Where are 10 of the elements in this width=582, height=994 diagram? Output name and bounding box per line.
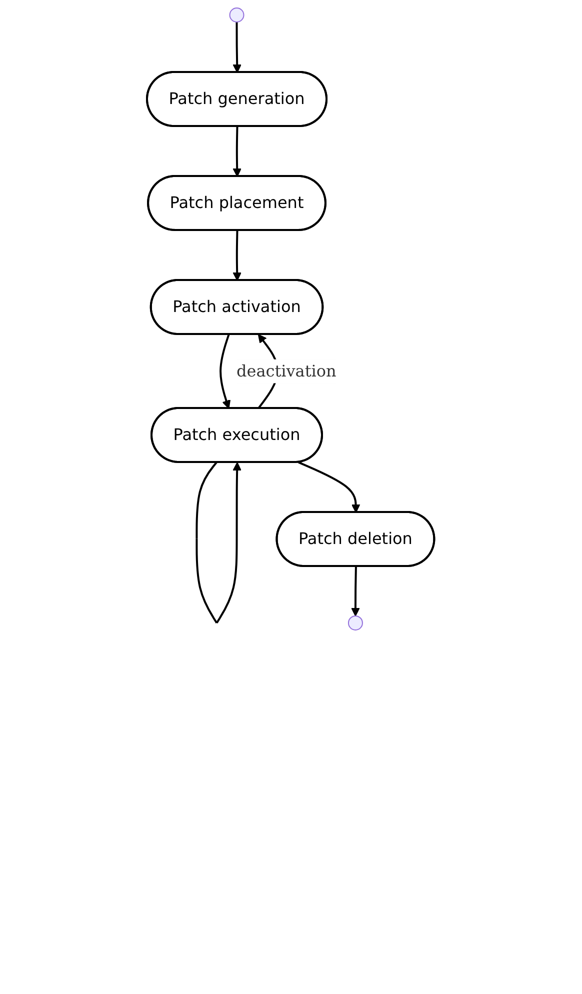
arrow xyxy=(233,22,242,73)
edge-label: deactivation xyxy=(236,361,337,380)
arrow xyxy=(233,230,242,281)
arrow xyxy=(298,461,361,513)
arrow xyxy=(233,126,242,177)
arrow xyxy=(351,566,360,616)
node-circle xyxy=(230,8,245,22)
node-circle xyxy=(348,615,364,630)
arrow xyxy=(196,462,242,624)
arrow xyxy=(220,334,231,409)
